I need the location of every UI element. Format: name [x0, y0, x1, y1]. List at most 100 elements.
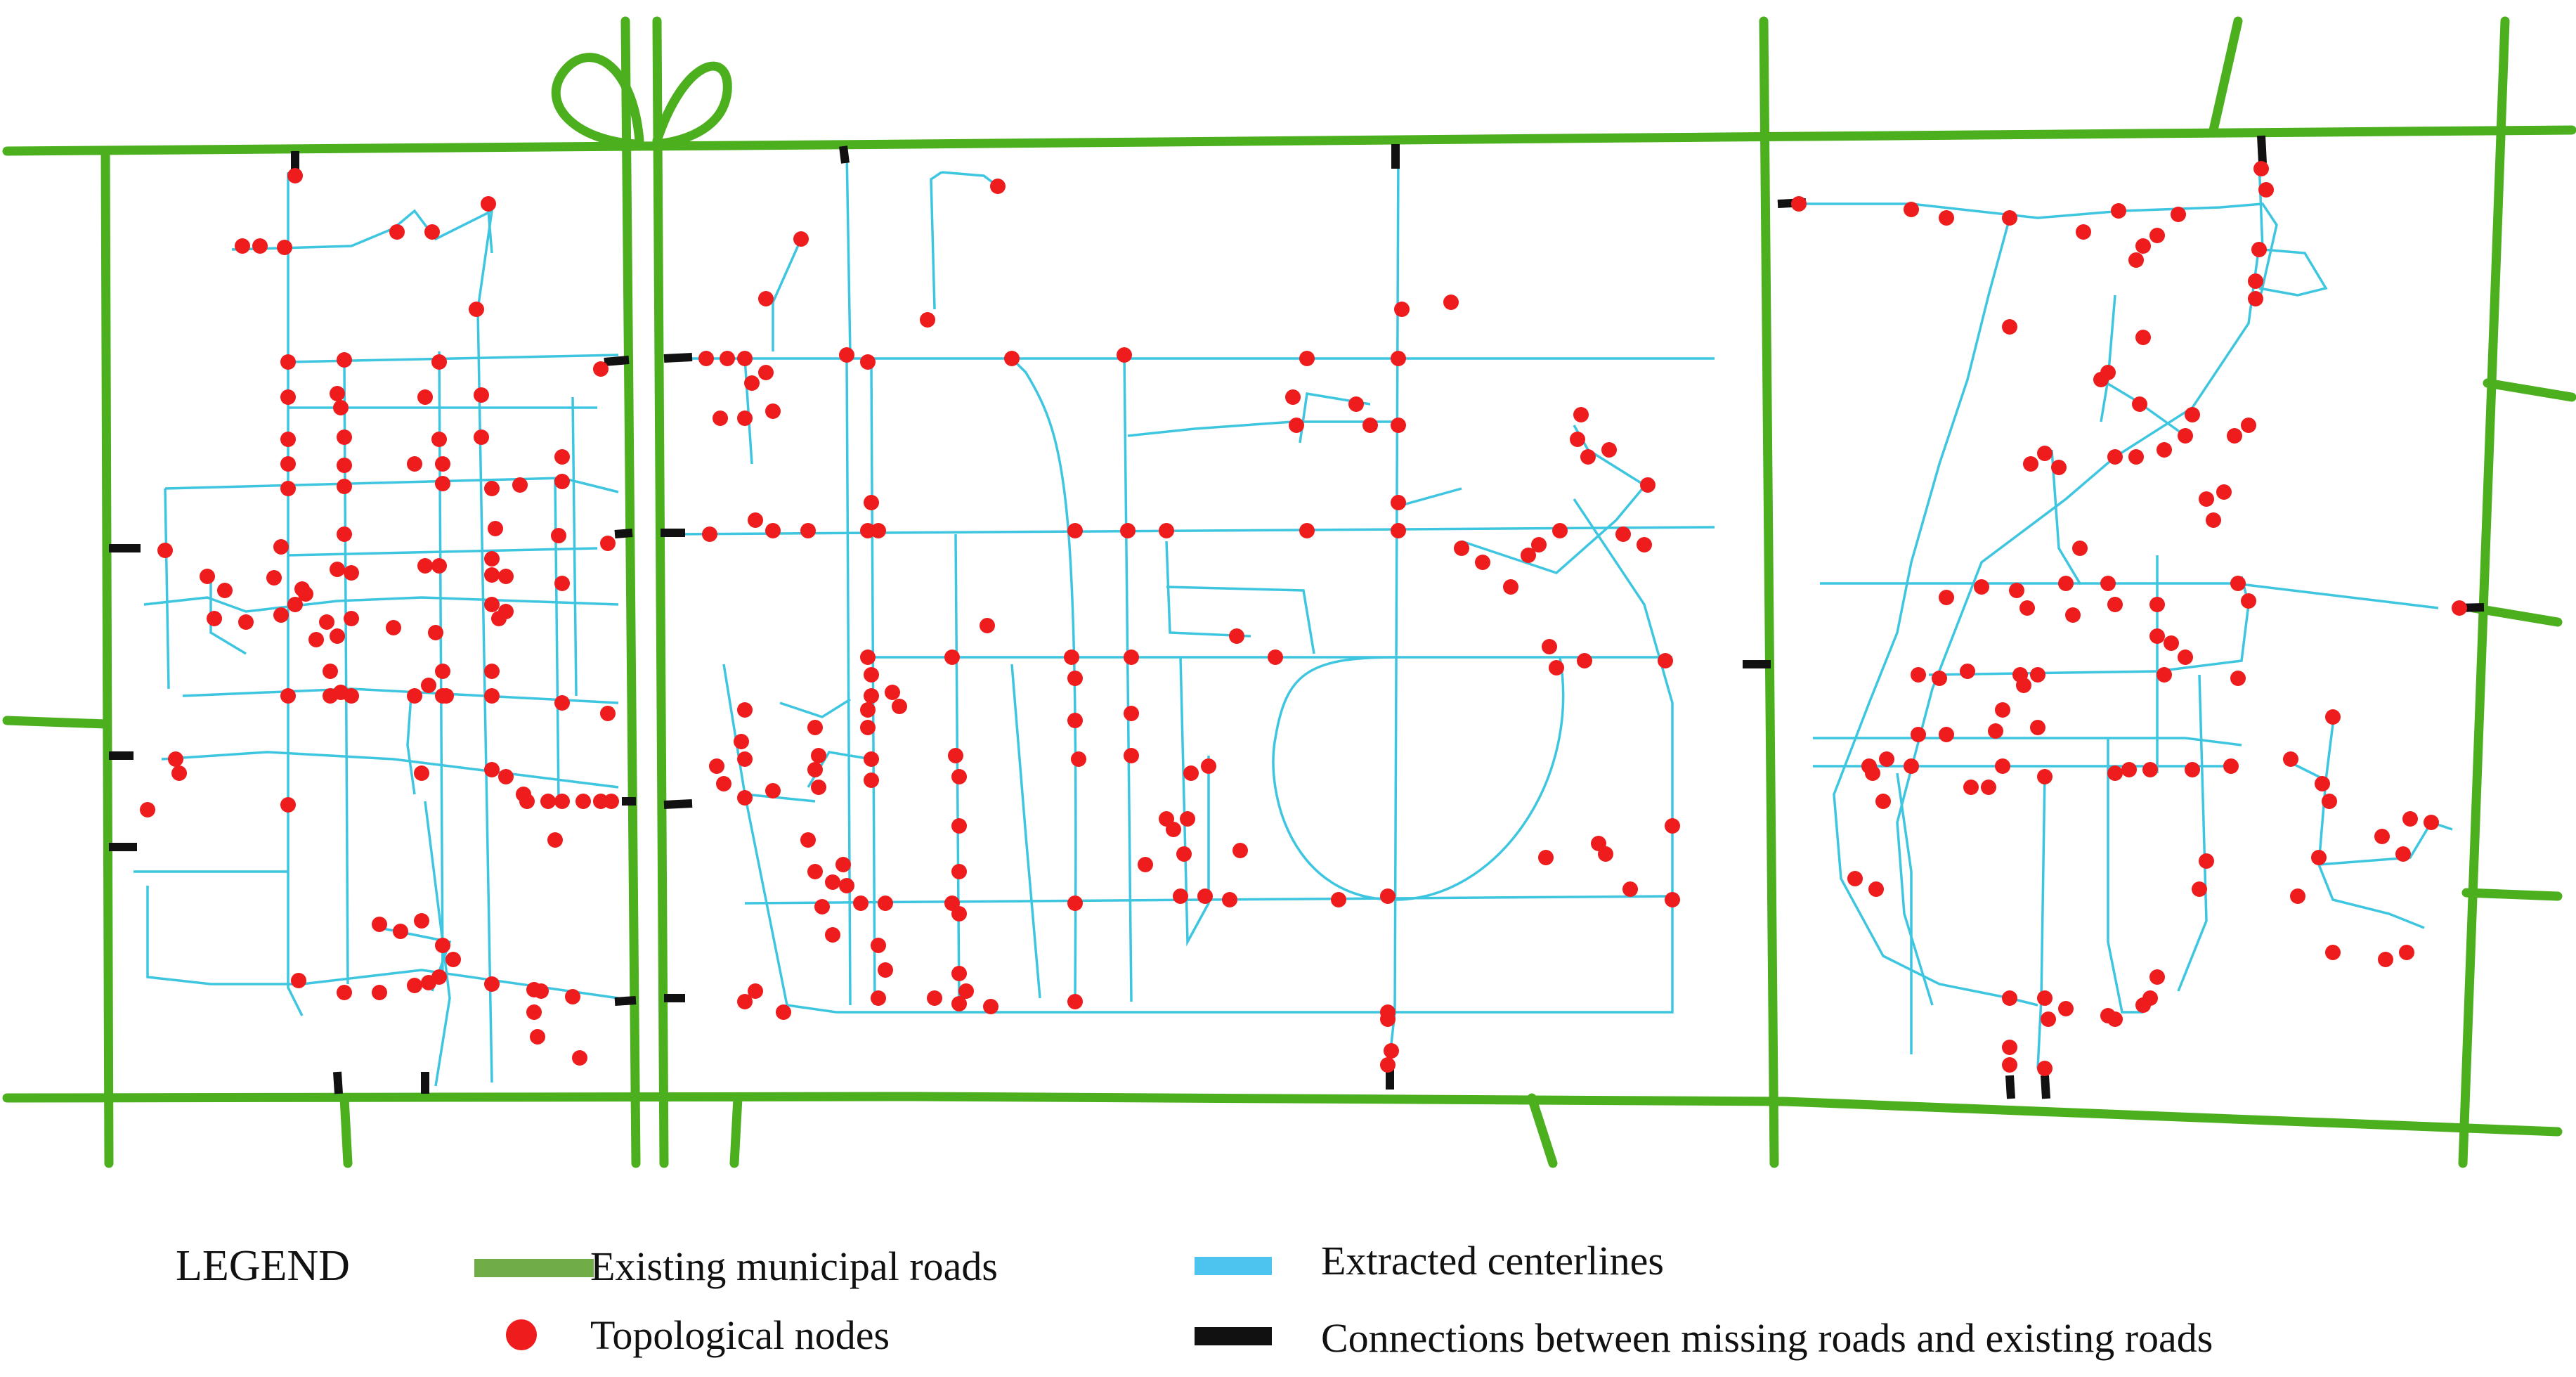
topological-node [572, 1050, 587, 1066]
municipal-road-middle-east [1759, 16, 1779, 1168]
topological-node [1176, 846, 1192, 862]
topological-node [2132, 396, 2147, 412]
topological-node [431, 432, 447, 447]
topological-node [2072, 541, 2088, 556]
topological-node [709, 758, 724, 774]
topological-node [1454, 541, 1469, 556]
topological-node [330, 628, 345, 644]
topological-node [864, 688, 879, 704]
topological-node [2100, 576, 2116, 591]
topological-node [2149, 228, 2165, 243]
topological-node [1580, 449, 1596, 465]
topological-node [839, 347, 854, 363]
topological-node [871, 990, 886, 1006]
topological-node [526, 1004, 542, 1020]
topological-node [1384, 1043, 1399, 1059]
topological-node [1443, 295, 1459, 310]
topological-node [1791, 196, 1807, 212]
topological-node [1939, 590, 1954, 605]
topological-node [1988, 723, 2003, 739]
topological-node [2157, 667, 2172, 683]
topological-node [1331, 892, 1346, 907]
topological-node [2199, 491, 2214, 507]
topological-node [2037, 990, 2053, 1006]
topological-node [428, 625, 443, 640]
topological-node [200, 569, 215, 584]
topological-node [1995, 758, 2010, 774]
topological-node [1299, 351, 1315, 366]
topological-node [488, 521, 503, 536]
topological-node [547, 832, 563, 848]
topological-node [811, 748, 826, 763]
topological-node [1197, 888, 1213, 904]
topological-node [2093, 372, 2109, 387]
topological-node [927, 990, 942, 1006]
topological-node [1004, 351, 1020, 366]
topological-node [2002, 210, 2017, 226]
topological-node [951, 864, 967, 879]
topological-node [157, 543, 173, 558]
topological-node [2135, 330, 2151, 345]
topological-node [1391, 523, 1406, 538]
topological-node [825, 927, 840, 943]
topological-node [2128, 252, 2144, 268]
topological-node [280, 389, 296, 405]
topological-node [421, 678, 436, 693]
legend-connection-swatch [1195, 1327, 1272, 1345]
topological-node [298, 586, 313, 602]
topological-node [540, 794, 556, 809]
topological-node [600, 536, 616, 551]
topological-node [533, 983, 549, 999]
municipal-road-ne-spur [2209, 16, 2243, 135]
topological-node [944, 649, 960, 665]
topological-node [1124, 649, 1139, 665]
topological-node [337, 479, 352, 494]
topological-node [860, 354, 876, 370]
topological-node [951, 818, 967, 834]
topological-node [864, 667, 879, 683]
topological-node [2258, 182, 2274, 198]
topological-node [417, 558, 433, 574]
topological-node [2121, 762, 2137, 777]
topological-node [2030, 720, 2045, 735]
legend-municipal-label: Existing municipal roads [590, 1243, 998, 1289]
topological-node [1911, 727, 1926, 742]
topological-node [878, 962, 893, 978]
topological-node [330, 562, 345, 577]
topological-node [445, 952, 461, 967]
topological-node [484, 551, 500, 567]
topological-node [793, 231, 809, 247]
topological-node [554, 449, 570, 465]
topological-node [713, 410, 728, 426]
topological-node [1622, 881, 1638, 897]
topological-node [1067, 994, 1083, 1009]
topological-node [217, 583, 233, 598]
topological-node [2192, 881, 2207, 897]
topological-node [498, 569, 514, 584]
topological-node [2058, 1001, 2074, 1016]
topological-node [1120, 523, 1136, 538]
topological-node [1285, 389, 1301, 405]
topological-node [2135, 238, 2151, 254]
topological-node [1201, 758, 1216, 774]
topological-node [252, 238, 268, 254]
topological-node [1229, 628, 1244, 644]
topological-node [1598, 846, 1613, 862]
topological-node [1542, 639, 1557, 654]
topological-node [2111, 203, 2126, 219]
topological-node [2206, 512, 2221, 528]
municipal-road-south-stub-3 [1527, 1093, 1558, 1168]
topological-node [1159, 523, 1174, 538]
topological-node [1868, 881, 1884, 897]
topological-node [2037, 446, 2053, 461]
topological-node [2009, 583, 2024, 598]
topological-node [168, 751, 183, 767]
topological-node [2019, 600, 2035, 616]
topological-node [1960, 664, 1975, 679]
municipal-road-east-spur-1 [2483, 378, 2576, 402]
topological-node [1289, 418, 1304, 433]
topological-node [1601, 442, 1617, 458]
topological-node [2230, 576, 2246, 591]
topological-node [1071, 751, 1086, 767]
municipal-road-central-b [652, 16, 669, 1168]
